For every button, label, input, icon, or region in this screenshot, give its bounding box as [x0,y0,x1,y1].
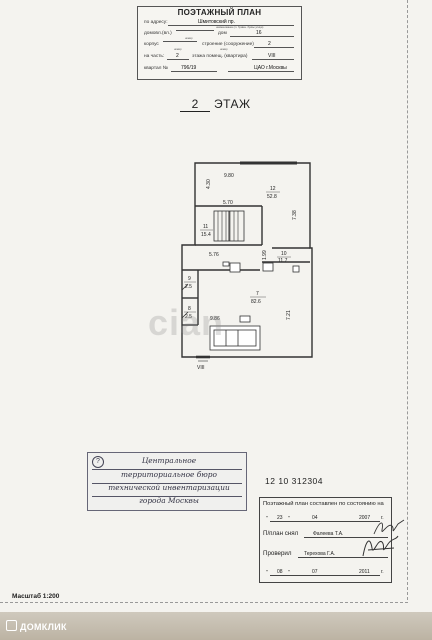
building-label: строение (сооружение) [202,42,254,47]
dim-label: 7.21 [286,310,292,320]
page-border-bottom [0,602,408,603]
kvartal-value: 796/19 [171,65,217,72]
stamp-line: территориальное бюро [121,470,217,479]
brand-logo: ДОМКЛИК [6,620,67,632]
dim-label: 1.99 [262,250,268,260]
header-form: ПОЭТАЖНЫЙ ПЛАН по адресу: Шмитовский пр.… [137,6,302,80]
kvartal-label: квартал № [144,66,168,71]
floor-part-label: этажа помещ. (квартира) [192,54,248,59]
room-area: 15.4 [201,232,211,238]
stamp-line: города Москвы [139,496,199,505]
dim-label: 7.38 [292,210,298,220]
okrug-value: ЦАО г.Москвы [228,65,294,72]
date2-suffix: г. [381,569,384,575]
building-hint: номер [220,48,228,51]
brand-name: ДОМКЛИК [20,622,67,632]
inventory-code: 12 10 312304 [265,476,323,486]
date1-month: 04 [312,515,318,521]
signature-2 [362,535,399,557]
room-value: VIII [252,53,294,60]
floor-number: 2 [180,97,210,112]
scale-label: Масштаб 1:200 [12,593,60,600]
part-value: 2 [167,53,189,60]
room-area: 82.6 [251,299,261,305]
date1-suffix: г. [381,515,384,521]
stamp-line: Центральное [141,456,197,465]
dim-label: 4.30 [206,179,212,189]
address-value: Шмитовский пр. [168,19,294,26]
signature-1 [373,519,405,535]
date2-month: 07 [312,569,318,575]
building-value: 2 [254,41,294,48]
room-marker: VIII [197,365,205,371]
room-area: 52.8 [267,194,277,200]
watermark: cian [148,302,225,343]
checked-label: Проверил [263,550,292,557]
dom-label: дом [218,31,227,36]
inventory-stamp: ? Центральное территориальное бюро техни… [87,452,247,511]
house-hint: номер [185,37,193,40]
room-number: 7 [256,291,259,297]
date2-year: 2011 [359,569,370,575]
dim-label: 9.86 [210,316,220,322]
room-area: 2.5 [185,314,192,320]
compiled-line: Поэтажный план составлен по состоянию на [263,501,384,507]
stamp-emblem-icon: ? [92,456,104,468]
room-number: 10 [281,251,287,257]
korpus-label: корпус [144,42,159,47]
room-area: 11.7 [278,258,288,264]
room-number: 12 [270,186,276,192]
page-border-right [407,0,408,600]
checked-name: Терехова Г.А. [304,551,336,557]
room-number: 9 [188,276,191,282]
dom-value: 16 [230,30,294,37]
taken-name: Фалеева Т.А. [313,531,344,537]
dim-label: 5.76 [209,252,219,258]
room-area: 2.5 [185,284,192,290]
date1-day: 23 [277,515,283,521]
date2-day: 08 [277,569,283,575]
room-number: 8 [188,306,191,312]
form-title: ПОЭТАЖНЫЙ ПЛАН [177,8,262,17]
korpus-hint: номер [174,48,182,51]
address-label: по адресу: [144,20,168,25]
date1-year: 2007 [359,515,371,521]
room-number: 11 [203,224,208,230]
dim-label: 9.80 [224,173,234,179]
house-icon [6,620,17,631]
dim-label: 5.70 [223,200,233,206]
floor-label: ЭТАЖ [214,97,251,111]
stamp-line: технической инвентаризации [108,483,230,492]
house-label: домовл.(вл.) [144,31,172,36]
bottom-strip [0,612,432,640]
address-hint: наименование (п. буквен. буквы улица) [216,26,264,29]
taken-label: П/план снял [263,530,299,537]
floor-plan: 9.80 4.30 5.70 7.38 5.76 1.99 9.86 7.21 … [181,161,313,371]
part-label: на часть: [144,54,165,59]
compiled-info-box: Поэтажный план составлен по состоянию на… [259,497,392,583]
